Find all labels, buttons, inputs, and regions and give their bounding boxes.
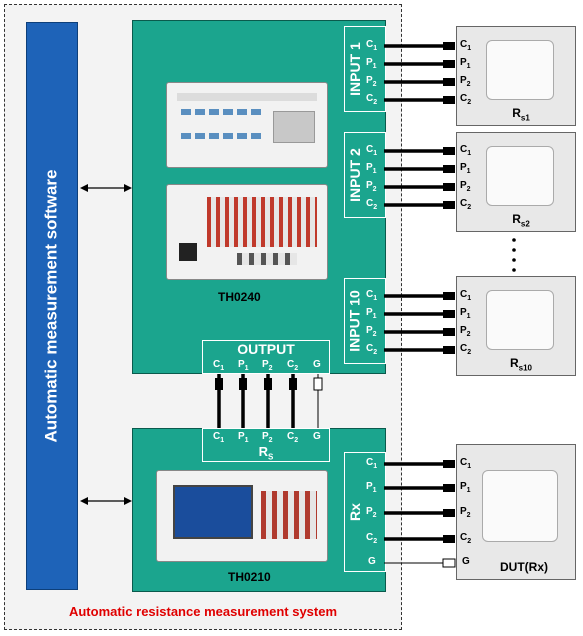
output-rs-wires [217,374,295,428]
rx-wires [384,462,444,541]
pin-label: C2 [460,93,472,106]
pin-label: P1 [460,307,471,320]
pin-label: G [368,556,376,567]
pin-label: C2 [366,532,378,545]
pin-label: C2 [460,343,472,356]
pin-label: P2 [366,325,377,338]
pin-label: P2 [366,180,377,193]
pin-label: C2 [460,198,472,211]
input-1-wires [384,44,444,102]
pin-label: C2 [460,532,472,545]
pin-label: C1 [460,457,472,470]
rs-box [202,428,330,462]
pin-label: P1 [238,431,249,444]
pin-label: G [313,359,321,370]
pin-label: P1 [366,57,377,70]
resistor-rs2-label: Rs2 [512,212,530,229]
pin-label: C1 [213,431,225,444]
pin-label: C1 [366,457,378,470]
input-2-box [344,132,386,218]
pin-label: P2 [460,180,471,193]
pin-label: C1 [366,289,378,302]
pin-label: C2 [366,93,378,106]
resistor-rs2-image [486,146,554,206]
pin-label: C2 [287,431,299,444]
th0240-label: TH0240 [218,290,261,304]
dut-label: DUT(Rx) [500,560,548,574]
software-scanner-arrow [80,184,132,192]
input-2-wires [384,149,444,207]
pin-label: C1 [366,144,378,157]
pin-label: P1 [460,57,471,70]
resistor-rs1-label: Rs1 [512,106,530,123]
pin-label: G [462,556,470,567]
pin-label: P1 [366,307,377,320]
output-box [202,340,330,374]
input-10-wires [384,294,444,352]
pin-label: P2 [460,75,471,88]
pin-label: P1 [366,481,377,494]
software-block [26,22,78,590]
pin-label: C1 [460,289,472,302]
pin-label: P2 [366,75,377,88]
resistor-rs1-image [486,40,554,100]
pin-label: P2 [262,431,273,444]
pin-label: C2 [287,359,299,372]
system-title: Automatic resistance measurement system [68,604,338,619]
pin-label: P1 [366,162,377,175]
resistor-rs10-image [486,290,554,350]
pin-label: P2 [262,359,273,372]
pin-label: C1 [460,144,472,157]
pin-label: P1 [238,359,249,372]
input-1-box [344,26,386,112]
pin-label: P2 [460,506,471,519]
pin-label: P1 [460,162,471,175]
pin-label: C2 [366,343,378,356]
pin-label: P2 [460,325,471,338]
th0210-label: TH0210 [228,570,271,584]
pin-label: C1 [213,359,225,372]
pin-label: C2 [366,198,378,211]
pin-label: P1 [460,481,471,494]
dut-image [482,470,558,542]
pin-label: G [313,431,321,442]
input-10-box [344,278,386,364]
pin-label: P2 [366,506,377,519]
th0240-terminal-unit [166,184,328,280]
pin-label: C1 [460,39,472,52]
resistor-rs10-label: Rs10 [509,356,533,373]
th0210-bridge-unit [156,470,328,562]
rs-label: CRS [258,444,274,462]
pin-label: C1 [366,39,378,52]
th0240-scanner-unit [166,82,328,168]
software-bridge-arrow [80,497,132,505]
ellipsis-dots [512,238,516,272]
output-label: OUTPUT [237,341,295,357]
